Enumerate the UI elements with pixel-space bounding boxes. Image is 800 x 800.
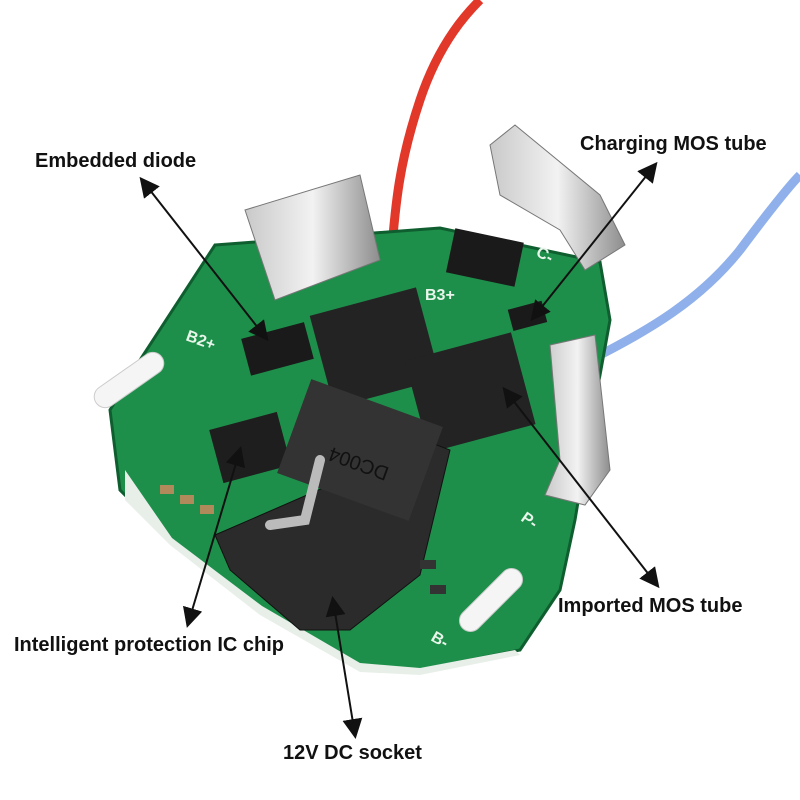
blue-wire xyxy=(587,171,800,365)
smd-diode xyxy=(445,228,524,287)
label-ic-chip: Intelligent protection IC chip xyxy=(14,634,284,656)
mos-tube xyxy=(309,287,441,408)
arrow-ic-chip xyxy=(183,446,245,628)
label-embedded-diode: Embedded diode xyxy=(35,150,197,172)
red-wire xyxy=(385,0,484,276)
marking-b: B- xyxy=(428,629,451,652)
label-dc-socket: 12V DC socket xyxy=(283,742,422,764)
arrow-dc-socket xyxy=(325,596,363,739)
arrow-charging-mos xyxy=(530,161,658,322)
label-imported-mos: Imported MOS tube xyxy=(558,595,743,617)
label-charging-mos: Charging MOS tube xyxy=(580,133,767,155)
arrow-imported-mos xyxy=(502,386,660,589)
marking-b3: B3+ xyxy=(425,287,455,304)
slot xyxy=(93,351,165,409)
arrow-embedded-diode xyxy=(139,176,269,342)
